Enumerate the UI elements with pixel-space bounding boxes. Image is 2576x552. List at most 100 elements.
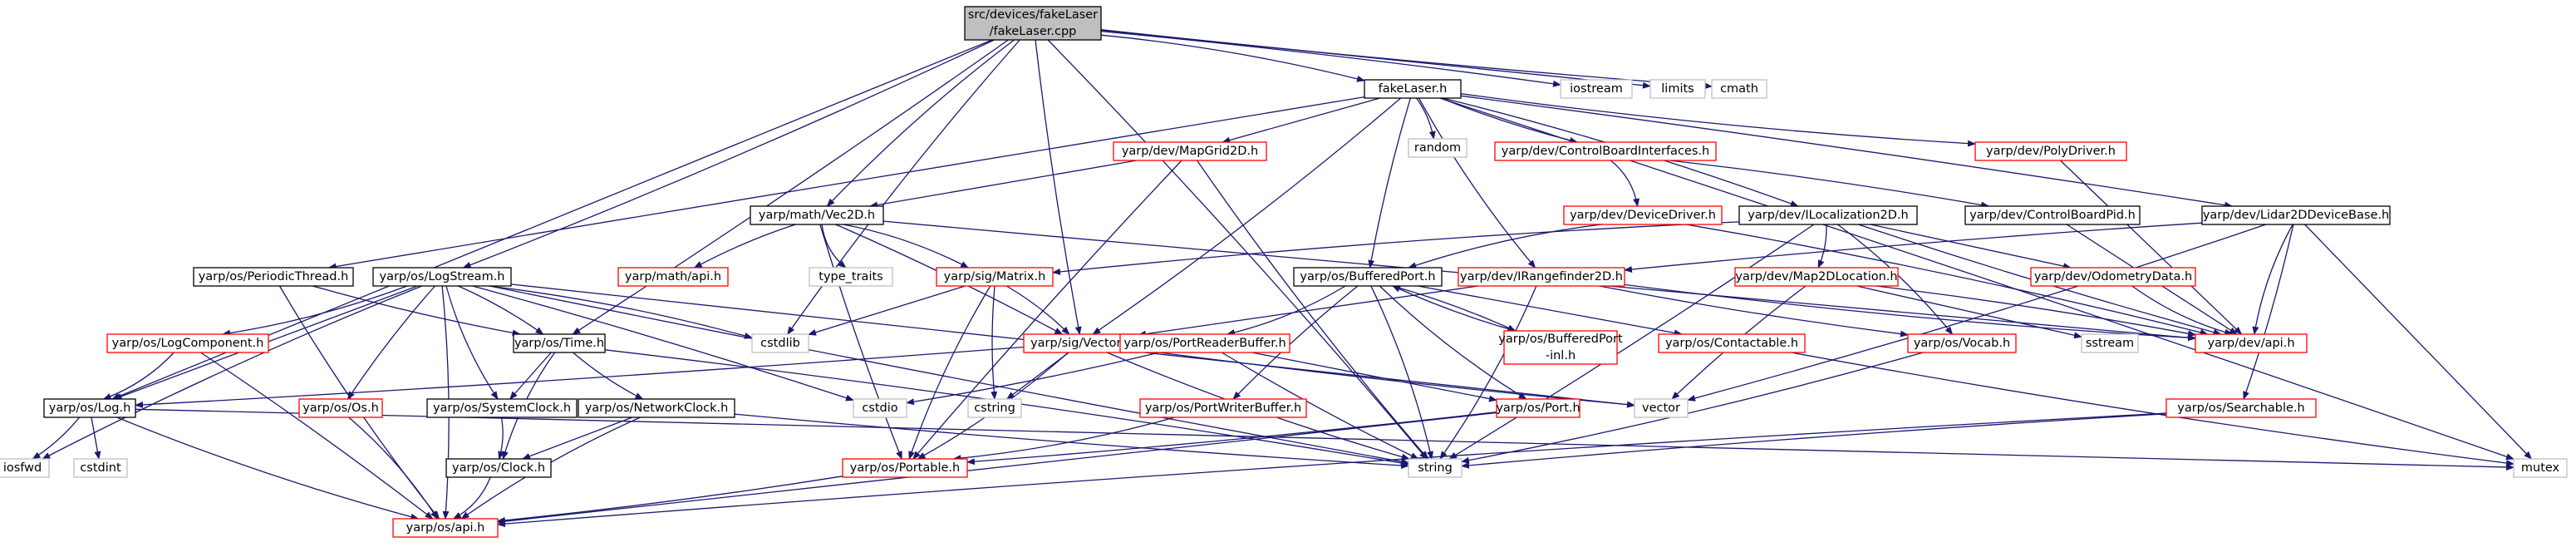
node-label: yarp/os/BufferedPort.h (1300, 270, 1435, 283)
node-devapi[interactable]: yarp/dev/api.h (2195, 333, 2308, 353)
node-label: yarp/dev/MapGrid2D.h (1122, 145, 1258, 158)
node-devicedriver[interactable]: yarp/dev/DeviceDriver.h (1563, 205, 1723, 225)
node-box (1113, 141, 1267, 161)
edge-root-to-vec2d (826, 39, 1015, 207)
node-oslog[interactable]: yarp/os/Log.h (43, 398, 136, 418)
edge-root-to-fakelaser_h (1100, 34, 1365, 82)
edge-vec2d-to-sigmatrix (843, 224, 970, 269)
node-cbi[interactable]: yarp/dev/ControlBoardInterfaces.h (1494, 141, 1717, 161)
node-label: yarp/dev/ControlBoardInterfaces.h (1502, 145, 1709, 158)
node-label: yarp/os/LogStream.h (380, 270, 505, 283)
edge-logstream-to-cstdio (472, 285, 854, 402)
node-vocab[interactable]: yarp/os/Vocab.h (1907, 333, 2017, 353)
node-box (1293, 267, 1443, 287)
node-box (193, 267, 354, 287)
node-label: yarp/dev/Map2DLocation.h (1735, 270, 1897, 283)
node-mapgrid2d[interactable]: yarp/dev/MapGrid2D.h (1113, 141, 1267, 161)
edge-bufferedport-to-contactable (1418, 285, 1683, 337)
edge-portable-to-osapi (497, 476, 843, 524)
node-box (392, 518, 499, 538)
node-label: yarp/dev/Lidar2DDeviceBase.h (2203, 209, 2389, 222)
edge-portreaderbuffer-to-string (1221, 352, 1419, 460)
edge-root-to-ostime (572, 39, 1009, 335)
node-box (964, 6, 1102, 41)
edge-map2dloc-to-devapi (1875, 285, 2196, 338)
node-label: random (1414, 141, 1461, 155)
edge-fakelaser_h-to-sigvector (1092, 97, 1402, 335)
edge-logstream-to-string (489, 285, 1409, 466)
edge-devicedriver-to-bufferedport (1408, 224, 1602, 269)
node-mathapi[interactable]: yarp/math/api.h (617, 267, 729, 287)
edge-lidar2d-to-devapi (2252, 224, 2293, 335)
node-logstream[interactable]: yarp/os/LogStream.h (372, 267, 512, 287)
node-irangefinder[interactable]: yarp/dev/IRangefinder2D.h (1458, 267, 1625, 287)
node-root[interactable]: src/devices/fakeLaser/fakeLaser.cpp (964, 6, 1102, 41)
node-portwriterbuffer[interactable]: yarp/os/PortWriterBuffer.h (1139, 398, 1307, 418)
node-label: cstdint (80, 461, 121, 475)
edge-bufferedport-to-bufferedportinl (1392, 285, 1517, 332)
node-lidar2d[interactable]: yarp/dev/Lidar2DDeviceBase.h (2201, 205, 2391, 225)
node-logcomponent[interactable]: yarp/os/LogComponent.h (106, 333, 269, 353)
node-fakelaser_h[interactable]: fakeLaser.h (1364, 79, 1462, 99)
node-osapi[interactable]: yarp/os/api.h (392, 518, 499, 538)
node-label: yarp/dev/IRangefinder2D.h (1460, 270, 1623, 283)
node-label: type_traits (819, 270, 882, 283)
edge-lidar2d-to-irangefinder (1624, 222, 2203, 273)
edge-logstream-to-ostime (458, 285, 544, 335)
node-osport[interactable]: yarp/os/Port.h (1496, 398, 1581, 418)
node-box (2201, 205, 2391, 225)
node-label: yarp/math/Vec2D.h (759, 209, 875, 222)
node-label: yarp/dev/DeviceDriver.h (1570, 209, 1716, 222)
node-box (2081, 333, 2139, 353)
node-osclock[interactable]: yarp/os/Clock.h (445, 458, 552, 478)
node-bufferedportinl[interactable]: yarp/os/BufferedPort-inl.h (1498, 330, 1623, 365)
node-box (1634, 398, 1689, 418)
edge-networkclock-to-string (734, 413, 1409, 469)
node-networkclock[interactable]: yarp/os/NetworkClock.h (578, 398, 735, 418)
edge-mapgrid2d-to-portable (912, 160, 1182, 460)
node-box (1738, 205, 1918, 225)
node-systemclock[interactable]: yarp/os/SystemClock.h (426, 398, 578, 418)
node-portable[interactable]: yarp/os/Portable.h (842, 458, 968, 478)
node-vec2d[interactable]: yarp/math/Vec2D.h (750, 205, 884, 225)
node-polydriver[interactable]: yarp/dev/PolyDriver.h (1974, 141, 2127, 161)
node-osos[interactable]: yarp/os/Os.h (298, 398, 383, 418)
node-box (2166, 398, 2317, 418)
node-label: yarp/os/Portable.h (850, 461, 960, 475)
edge-root-to-cmath (1100, 28, 1713, 90)
node-portreaderbuffer[interactable]: yarp/os/PortReaderBuffer.h (1119, 333, 1290, 353)
edge-fakelaser_h-to-periodicthread (327, 96, 1365, 270)
edge-sigmatrix-to-cstring (991, 285, 998, 400)
node-odometry[interactable]: yarp/dev/OdometryData.h (2030, 267, 2196, 287)
node-box (2030, 267, 2196, 287)
node-sigmatrix[interactable]: yarp/sig/Matrix.h (936, 267, 1054, 287)
node-label: iostream (1570, 82, 1623, 96)
edge-fakelaser_h-to-bufferedport (1368, 97, 1412, 269)
node-sigvector[interactable]: yarp/sig/Vector.h (1023, 333, 1139, 353)
edge-lidar2d-to-mutex (2304, 224, 2533, 460)
node-box (853, 398, 907, 418)
node-label: string (1418, 461, 1453, 475)
edge-oslog-to-cstdint (91, 416, 101, 460)
node-box (2513, 458, 2568, 478)
node-map2dloc[interactable]: yarp/dev/Map2DLocation.h (1734, 267, 1899, 287)
node-label: yarp/dev/ILocalization2D.h (1748, 209, 1908, 222)
edge-ostime-to-systemclock (509, 352, 552, 400)
node-mutex: mutex (2513, 458, 2568, 478)
edge-sigmatrix-to-sigvector (1005, 285, 1070, 335)
node-box (1119, 333, 1290, 353)
node-label: yarp/os/Log.h (49, 402, 131, 415)
node-bufferedport[interactable]: yarp/os/BufferedPort.h (1293, 267, 1443, 287)
edge-logstream-to-osos (347, 285, 435, 400)
node-ostime[interactable]: yarp/os/Time.h (513, 333, 606, 353)
node-ilocalization2d[interactable]: yarp/dev/ILocalization2D.h (1738, 205, 1918, 225)
edge-root-to-sigvector (1035, 39, 1082, 335)
edge-fakelaser_h-to-mapgrid2d (1222, 97, 1380, 144)
node-contactable[interactable]: yarp/os/Contactable.h (1658, 333, 1806, 353)
edge-oslog-to-iosfwd (32, 416, 81, 460)
node-box (1563, 205, 1723, 225)
node-cbpid[interactable]: yarp/dev/ControlBoardPid.h (1964, 205, 2141, 225)
node-periodicthread[interactable]: yarp/os/PeriodicThread.h (193, 267, 354, 287)
node-searchable[interactable]: yarp/os/Searchable.h (2166, 398, 2317, 418)
node-box (1907, 333, 2017, 353)
